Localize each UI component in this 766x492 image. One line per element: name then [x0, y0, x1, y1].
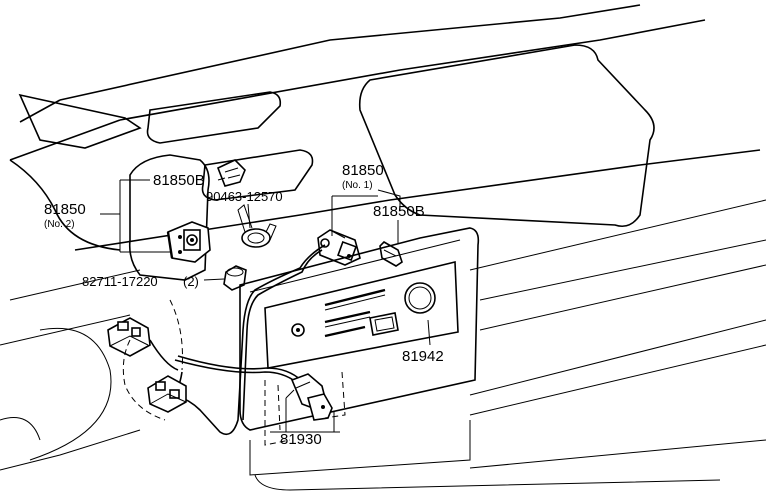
control-panel [239, 227, 480, 431]
clip-part [223, 265, 247, 291]
label-81850b-left: 81850B [153, 172, 205, 189]
hose-clip [237, 204, 277, 248]
bolt-part [216, 159, 246, 187]
dash-vents [18, 44, 655, 228]
label-82711-17220: 82711-17220 [82, 274, 158, 289]
label-81930: 81930 [280, 431, 322, 448]
label-no1: (No. 1) [342, 180, 373, 191]
wire-harness [149, 244, 333, 436]
dashboard-outline [0, 4, 766, 491]
callout-labels: 81850B 81850 (No. 2) 90463-12570 82711-1… [44, 162, 444, 448]
switch-left [166, 221, 211, 263]
connectors [107, 317, 187, 413]
label-90463-12570: 90463-12570 [206, 189, 283, 204]
label-81942: 81942 [402, 348, 444, 365]
label-81850-no2: 81850 [44, 201, 86, 218]
bracket-no2 [128, 154, 210, 281]
label-81850-no1: 81850 [342, 162, 384, 179]
label-clip-qty: (2) [183, 274, 199, 289]
bulb-pin [379, 241, 403, 267]
label-no2: (No. 2) [44, 219, 75, 230]
dashed-outlines [122, 299, 346, 446]
label-81850b-right: 81850B [373, 203, 425, 220]
leader-lines [100, 177, 431, 433]
